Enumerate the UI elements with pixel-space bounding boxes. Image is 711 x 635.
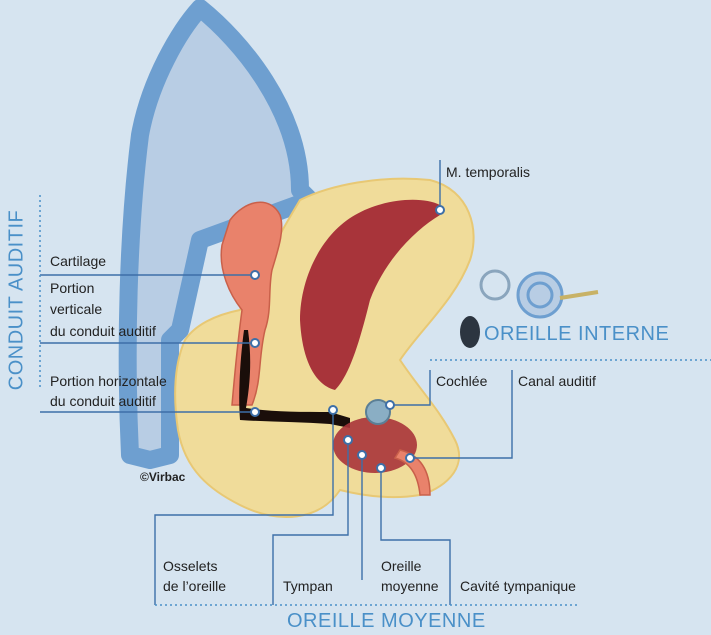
section-conduit-auditif: CONDUIT AUDITIF (2, 200, 32, 400)
label-portion-verticale-1: Portion (50, 279, 94, 297)
label-portion-verticale-2: verticale (50, 300, 102, 318)
section-oreille-interne: OREILLE INTERNE (484, 323, 669, 346)
label-m-temporalis: M. temporalis (446, 163, 530, 181)
label-osselets-2: de l’oreille (163, 577, 226, 595)
middle-ear-cavity (333, 417, 417, 473)
label-osselets-1: Osselets (163, 557, 217, 575)
label-portion-verticale-3: du conduit auditif (50, 322, 156, 340)
label-oreille-moyenne-2: moyenne (381, 577, 439, 595)
label-portion-horizontale-2: du conduit auditif (50, 392, 156, 410)
label-oreille-moyenne-1: Oreille (381, 557, 421, 575)
label-canal-auditif: Canal auditif (518, 372, 596, 390)
label-tympan: Tympan (283, 577, 333, 595)
label-portion-horizontale-1: Portion horizontale (50, 372, 167, 390)
copyright: ©Virbac (140, 470, 185, 484)
label-cochlee: Cochlée (436, 372, 487, 390)
section-oreille-moyenne: OREILLE MOYENNE (287, 610, 486, 633)
label-cartilage: Cartilage (50, 252, 106, 270)
label-cavite-tympanique: Cavité tympanique (460, 577, 576, 595)
